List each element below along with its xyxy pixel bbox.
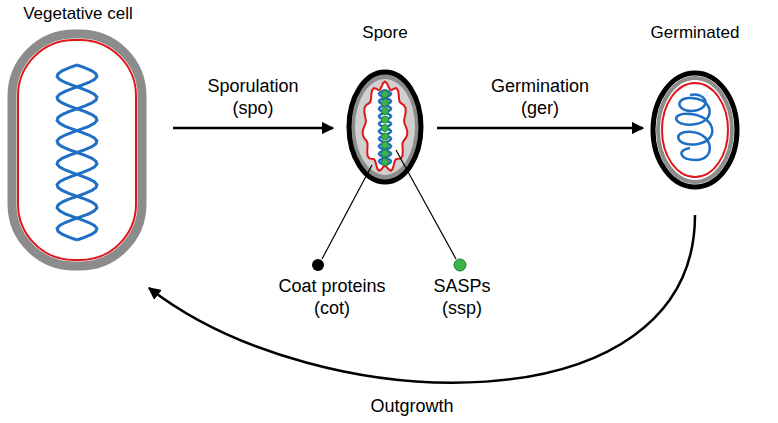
sasp-dot xyxy=(454,259,466,271)
cell-wall xyxy=(12,34,142,266)
stage-heading: Germinated xyxy=(615,23,775,43)
cell-stage: Vegetative cell xyxy=(5,4,151,276)
leader-line xyxy=(322,165,372,259)
arrow-label: Outgrowth xyxy=(355,396,469,418)
dna-helix xyxy=(379,90,391,165)
arrow-label: Germination (ger) xyxy=(483,76,597,119)
leader-line xyxy=(396,150,456,259)
dna-helix xyxy=(57,65,97,240)
stage-heading: Vegetative cell xyxy=(5,4,151,24)
stage-heading: Spore xyxy=(305,23,465,43)
stage-arrow xyxy=(173,127,333,130)
cell-stage: Germinated xyxy=(645,45,745,195)
component-label: SASPs (ssp) xyxy=(425,276,499,319)
cell-stage: Spore xyxy=(335,45,435,195)
stage-arrow xyxy=(437,127,643,130)
germinated-membrane xyxy=(662,83,728,177)
germinated-cortex xyxy=(658,78,732,182)
spore-coat xyxy=(349,72,421,182)
spore-cortex xyxy=(355,79,415,175)
stage-arrow xyxy=(149,215,695,383)
dna-loops xyxy=(676,95,712,160)
germinated-coat xyxy=(653,73,737,187)
component-label: Coat proteins (cot) xyxy=(270,276,394,319)
arrow-label: Sporulation (spo) xyxy=(196,76,310,119)
cell-membrane xyxy=(18,40,136,260)
sasp-dots xyxy=(381,90,388,165)
coat-protein-dot xyxy=(312,259,324,271)
